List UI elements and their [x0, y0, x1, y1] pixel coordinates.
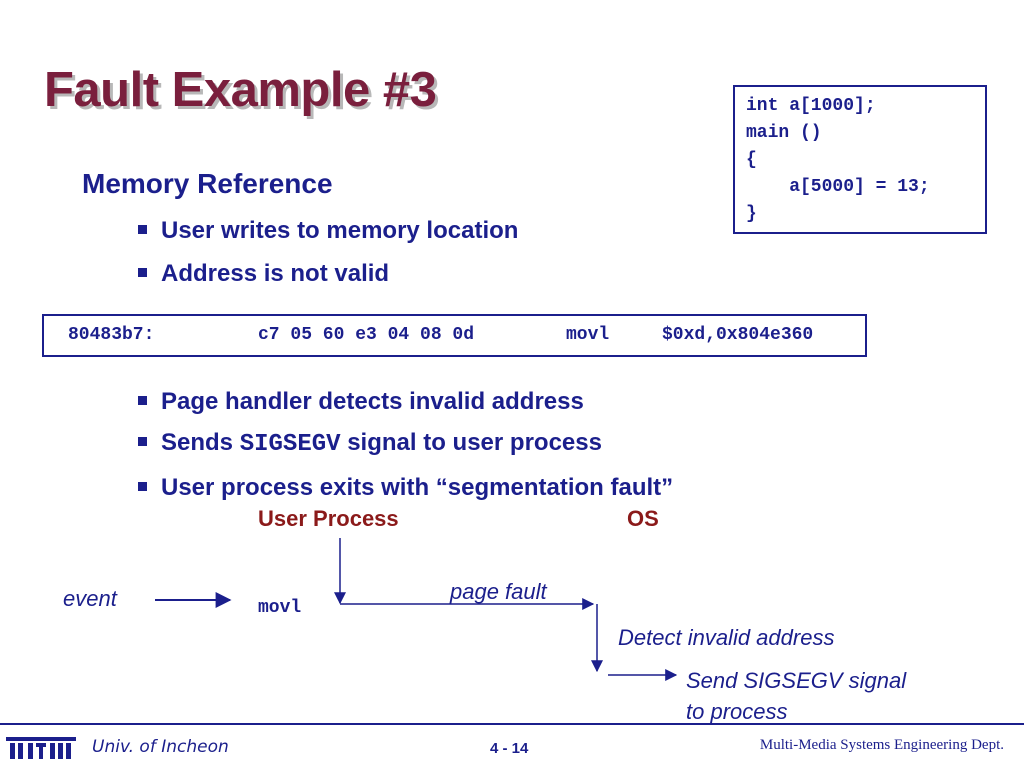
- movl-instruction: movl: [258, 598, 302, 618]
- send-signal-label-line1: Send SIGSEGV signal: [686, 668, 907, 693]
- code-line: a[5000] = 13;: [746, 177, 930, 197]
- bullet-square-icon: [138, 437, 147, 447]
- bullet-text: User writes to memory location: [161, 217, 519, 244]
- bullet-text: User process exits with “segmentation fa…: [161, 474, 674, 501]
- bullet-code-sigsegv: SIGSEGV: [239, 431, 341, 458]
- bullet-text-post: signal to user process: [340, 429, 602, 456]
- bullet-square-icon: [138, 396, 147, 406]
- assembly-box: 80483b7: c7 05 60 e3 04 08 0d movl $0xd,…: [42, 314, 867, 357]
- page-number: 4 - 14: [490, 740, 529, 757]
- section-subtitle: Memory Reference: [82, 168, 333, 199]
- university-logo-icon: [6, 737, 76, 759]
- code-line: int a[1000];: [746, 96, 876, 116]
- department-name: Multi-Media Systems Engineering Dept.: [759, 737, 1004, 753]
- asm-mnemonic: movl: [566, 325, 610, 345]
- user-process-heading: User Process: [258, 506, 399, 531]
- asm-bytes: c7 05 60 e3 04 08 0d: [258, 325, 475, 345]
- bullet-item: Page handler detects invalid address: [138, 388, 584, 416]
- code-line: }: [746, 204, 757, 224]
- send-signal-label-line2: to process: [686, 699, 788, 724]
- os-heading: OS: [627, 506, 659, 531]
- bullet-text-pre: Sends: [161, 429, 240, 456]
- bullet-square-icon: [138, 225, 147, 235]
- bullet-square-icon: [138, 268, 147, 278]
- university-name: Univ. of Incheon: [92, 737, 229, 757]
- code-line: {: [746, 150, 757, 170]
- c-code-box: int a[1000]; main () { a[5000] = 13; }: [733, 85, 987, 234]
- asm-operands: $0xd,0x804e360: [662, 325, 814, 345]
- bullet-square-icon: [138, 482, 147, 492]
- detect-invalid-label: Detect invalid address: [618, 625, 835, 650]
- bullet-item: Address is not valid: [138, 260, 389, 288]
- asm-address: 80483b7:: [68, 325, 155, 345]
- event-label: event: [63, 586, 117, 611]
- bullet-text: Address is not valid: [161, 260, 390, 287]
- slide-title: Fault Example #3: [44, 63, 437, 117]
- bullet-item: User writes to memory location: [138, 217, 518, 245]
- bullet-item: User process exits with “segmentation fa…: [138, 474, 673, 502]
- footer-divider: [0, 723, 1024, 725]
- bullet-text: Page handler detects invalid address: [161, 388, 584, 415]
- code-line: main (): [746, 123, 822, 143]
- bullet-item: Sends SIGSEGV signal to user process: [138, 429, 602, 458]
- page-fault-label: page fault: [450, 579, 547, 604]
